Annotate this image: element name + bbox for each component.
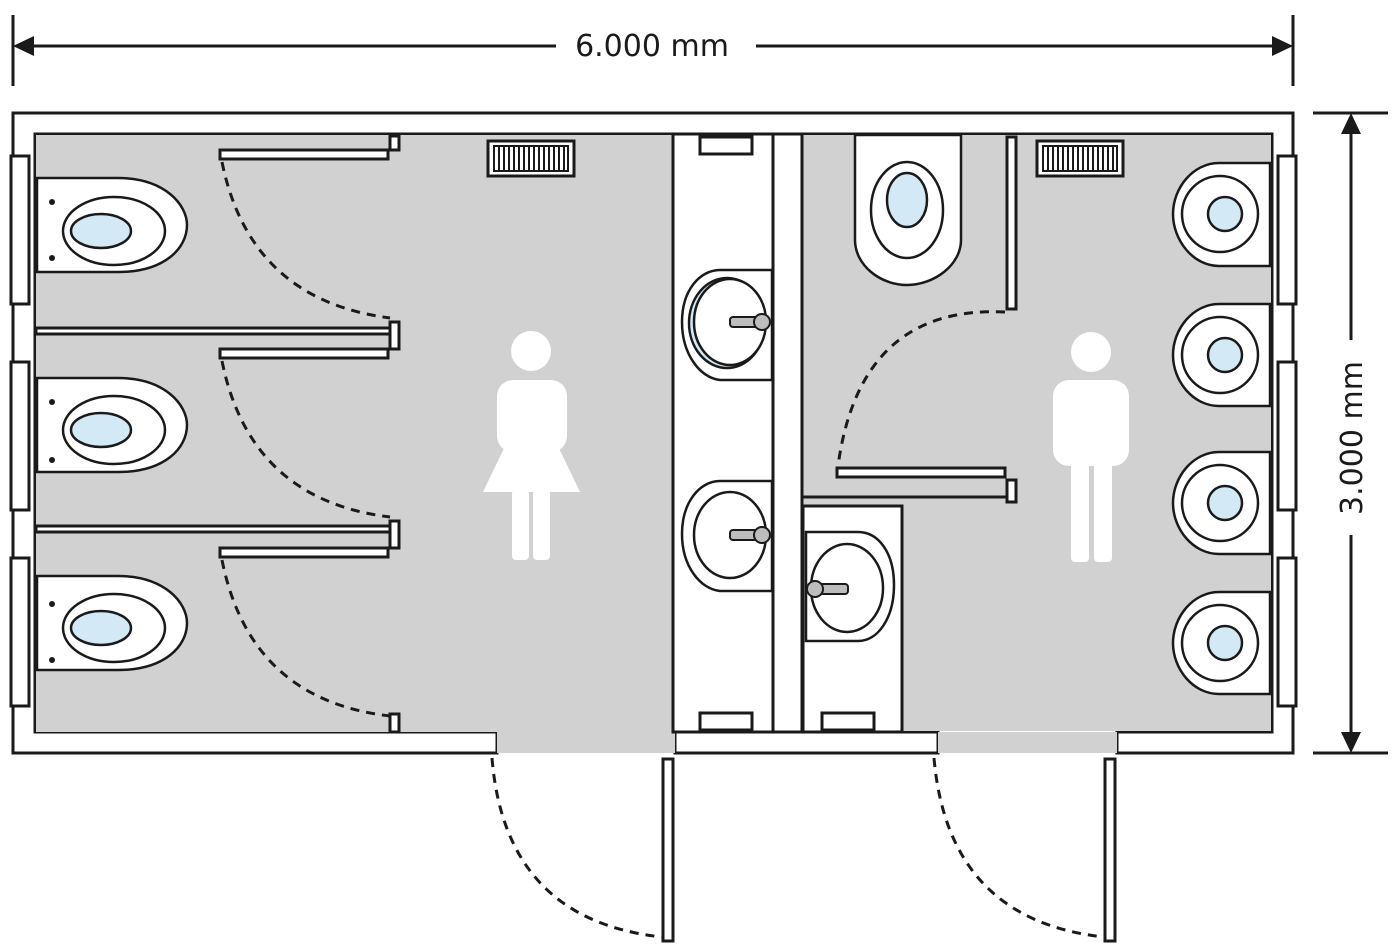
counter-vent-top [698,135,754,156]
toilet-icon [35,376,189,474]
men-room [801,133,1272,943]
men-cubicle-door [835,466,1007,479]
men-vent-icon [1035,139,1125,178]
men-cubicle-door-swing [836,310,1006,467]
men-entrance-door-swing [932,757,1105,939]
toilet-icon [35,176,189,274]
women-entrance-floor [497,732,675,753]
width-dimension: 6.000 mm [11,15,1295,86]
sink-counter [671,132,775,734]
cubicle-partition-1 [34,326,394,336]
sink-icon [804,530,896,643]
cubicle-front-post-1 [388,134,401,152]
men-entrance-door [1103,757,1117,943]
toilet-icon [853,133,963,287]
height-label: 3.000 mm [1335,361,1370,515]
cubicle-front-post-2 [388,320,401,351]
female-figure-icon [483,331,580,560]
alcove-vent [820,711,876,732]
right-windows [1276,154,1298,708]
cubicle-door-swing-2 [220,360,391,519]
window-left-1 [9,154,31,306]
width-label: 6.000 mm [575,29,729,64]
urinal-icon [1171,302,1272,408]
width-arrow-left [13,36,34,56]
women-entrance-door [661,757,675,943]
toilet-icon [35,574,189,672]
window-right-2 [1276,360,1298,512]
women-vent-icon [486,139,576,178]
urinal-icon [1171,161,1272,268]
urinal-icon [1171,590,1272,696]
women-room [34,134,774,943]
male-figure-icon [1053,332,1129,562]
width-arrow-right [1272,36,1293,56]
sink-icon [680,479,774,593]
cubicle-door-swing-3 [220,559,391,718]
window-left-3 [9,556,31,708]
center-wall-segment [673,730,940,755]
cubicle-door-1 [218,148,390,161]
women-entrance-door-swing [490,757,663,939]
left-windows [9,154,31,708]
window-right-3 [1276,556,1298,708]
window-left-2 [9,360,31,512]
height-arrow-top [1341,113,1361,134]
cubicle-door-swing-1 [220,161,391,320]
cubicle-partition-2 [34,524,394,534]
cubicle-door-2 [218,347,390,360]
height-arrow-bottom [1341,732,1361,753]
height-dimension: 3.000 mm [1313,111,1388,755]
men-cubicle-wall [1005,135,1018,311]
window-right-1 [1276,154,1298,306]
cubicle-front-post-4 [388,712,401,734]
cubicle-front-post-3 [388,519,401,550]
men-entrance-floor [938,732,1117,753]
sink-icon [680,268,774,382]
sink-corridor [671,132,804,734]
cubicle-door-3 [218,546,390,559]
service-shaft [771,132,804,734]
urinal-icon [1171,450,1272,556]
men-cubicle-post [1005,478,1018,504]
counter-vent-bottom [698,711,754,732]
